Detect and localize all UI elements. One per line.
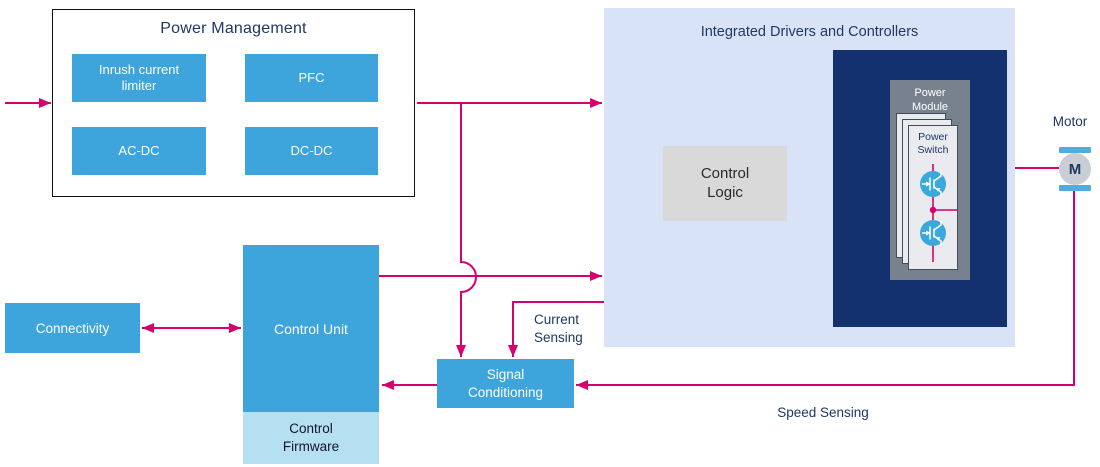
- control-logic-block: Control Logic: [663, 146, 787, 221]
- igbt-low-side-icon: [920, 220, 946, 246]
- midpoint-node: [929, 206, 937, 214]
- motor-label: Motor: [1052, 114, 1088, 129]
- current-sensing-label: Current Sensing: [534, 312, 583, 346]
- motor-symbol: M: [1059, 153, 1091, 185]
- motor-bottom-mount: [1059, 185, 1091, 191]
- control-firmware-block: Control Firmware: [243, 412, 379, 464]
- block-ac-dc: AC-DC: [72, 127, 206, 175]
- power-switch-label: Power Switch: [917, 131, 949, 157]
- control-unit-block: Control Unit: [243, 245, 379, 412]
- block-dc-dc: DC-DC: [245, 127, 378, 175]
- signal-conditioning-block: Signal Conditioning: [437, 359, 574, 408]
- block-inrush-current-limiter: Inrush current limiter: [72, 54, 206, 102]
- half-bridge-circuit: [920, 164, 957, 262]
- speed-sensing-label: Speed Sensing: [777, 405, 869, 420]
- arrow-power-branch-to-signal-conditioning: [456, 103, 477, 357]
- motor-top-mount: [1059, 147, 1091, 153]
- power-module-label: Power Module: [911, 87, 949, 114]
- power-management-title: Power Management: [160, 20, 307, 37]
- connectivity-block: Connectivity: [5, 303, 140, 353]
- integrated-drivers-title: Integrated Drivers and Controllers: [700, 24, 919, 40]
- block-pfc: PFC: [245, 54, 378, 102]
- igbt-high-side-icon: [920, 171, 946, 197]
- power-switch-card: Power Switch: [908, 125, 958, 270]
